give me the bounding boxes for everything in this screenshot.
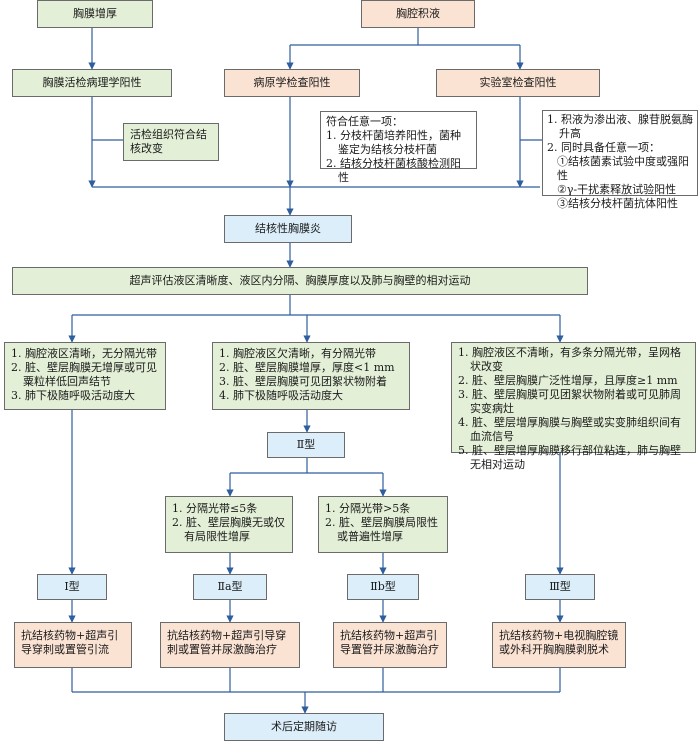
pleural-effusion-box: 胸腔积液 bbox=[361, 0, 475, 28]
biopsy-pathology-positive-box: 胸膜活检病理学阳性 bbox=[12, 69, 172, 97]
type2b-criteria-box: 1. 分隔光带>5条 2. 脏、壁层胸膜局限性或普遍性增厚 bbox=[318, 496, 448, 553]
lab-criteria-subitem: ③结核分枝杆菌抗体阳性 bbox=[557, 197, 678, 210]
pathogen-criteria-item: 1. 分枝杆菌培养阳性，菌种鉴定为结核分枝杆菌 bbox=[326, 129, 461, 156]
lab-criteria-item: 2. 同时具备任意一项： bbox=[547, 141, 660, 154]
criteria-item: 3. 肺下极随呼吸活动度大 bbox=[11, 389, 135, 402]
criteria-item: 2. 脏、壁层胸膜无或仅有局限性增厚 bbox=[172, 516, 285, 543]
criteria-item: 5. 脏、壁层增厚胸膜移行部位粘连，肺与胸壁无相对运动 bbox=[458, 444, 681, 471]
criteria-item: 2. 脏、壁层胸膜增厚，厚度<1 mm bbox=[219, 361, 395, 374]
lab-criteria-item: 1. 积液为渗出液、腺苷脱氨酶升高 bbox=[547, 113, 693, 140]
lab-positive-box: 实验室检查阳性 bbox=[436, 69, 600, 97]
criteria-item: 4. 脏、壁层增厚胸膜与胸壁或实变肺组织间有血流信号 bbox=[458, 416, 681, 443]
lab-criteria-subitem: ①结核菌素试验中度或强阳性 bbox=[557, 155, 689, 182]
criteria-item: 2. 脏、壁层胸膜局限性或普遍性增厚 bbox=[325, 516, 438, 543]
diagnosis-tb-pleurisy-box: 结核性胸膜炎 bbox=[224, 215, 352, 243]
lab-criteria-subitem: ②γ-干扰素释放试验阳性 bbox=[557, 183, 677, 196]
type1-treatment-box: 抗结核药物+超声引导穿刺或置管引流 bbox=[14, 622, 132, 668]
criteria-item: 3. 脏、壁层胸膜可见团絮状物附着 bbox=[219, 375, 387, 388]
pleural-thickening-box: 胸膜增厚 bbox=[37, 0, 153, 28]
biopsy-note-box: 活检组织符合结核改变 bbox=[123, 123, 219, 161]
pathogen-positive-box: 病原学检查阳性 bbox=[224, 69, 360, 97]
criteria-item: 2. 脏、壁层胸膜广泛性增厚，且厚度≥1 mm bbox=[458, 374, 678, 387]
criteria-item: 1. 胸腔液区欠清晰，有分隔光带 bbox=[219, 347, 376, 360]
type3-criteria-box: 1. 胸腔液区不清晰，有多条分隔光带，呈网格状改变 2. 脏、壁层胸膜广泛性增厚… bbox=[451, 342, 696, 471]
type1-criteria-box: 1. 胸腔液区清晰，无分隔光带 2. 脏、壁层胸膜无增厚或可见粟粒样低回声结节 … bbox=[4, 342, 166, 410]
criteria-item: 1. 分隔光带>5条 bbox=[325, 502, 411, 515]
type2-criteria-box: 1. 胸腔液区欠清晰，有分隔光带 2. 脏、壁层胸膜增厚，厚度<1 mm 3. … bbox=[212, 342, 410, 410]
criteria-item: 1. 胸腔液区清晰，无分隔光带 bbox=[11, 347, 157, 360]
criteria-item: 3. 脏、壁层胸膜可见团絮状物附着或可见肺周实变病灶 bbox=[458, 388, 681, 415]
criteria-item: 4. 肺下极随呼吸活动度大 bbox=[219, 389, 343, 402]
type2-label-box: Ⅱ型 bbox=[267, 432, 345, 458]
type2a-treatment-box: 抗结核药物+超声引导穿刺或置管并尿激酶治疗 bbox=[160, 622, 300, 668]
ultrasound-assessment-box: 超声评估液区清晰度、液区内分隔、胸膜厚度以及肺与胸壁的相对运动 bbox=[12, 267, 588, 295]
type2b-treatment-box: 抗结核药物+超声引导置管并尿激酶治疗 bbox=[333, 622, 447, 668]
type1-label-box: Ⅰ型 bbox=[37, 574, 107, 600]
type3-treatment-box: 抗结核药物+电视胸腔镜或外科开胸胸膜剥脱术 bbox=[492, 622, 626, 668]
criteria-item: 1. 胸腔液区不清晰，有多条分隔光带，呈网格状改变 bbox=[458, 346, 681, 373]
criteria-item: 2. 脏、壁层胸膜无增厚或可见粟粒样低回声结节 bbox=[11, 361, 157, 388]
lab-criteria-box: 1. 积液为渗出液、腺苷脱氨酶升高 2. 同时具备任意一项： ①结核菌素试验中度… bbox=[542, 110, 698, 210]
pathogen-criteria-title: 符合任意一项： bbox=[326, 115, 403, 128]
type3-label-box: Ⅲ型 bbox=[525, 574, 595, 600]
followup-box: 术后定期随访 bbox=[224, 713, 384, 741]
type2a-criteria-box: 1. 分隔光带≤5条 2. 脏、壁层胸膜无或仅有局限性增厚 bbox=[165, 496, 293, 553]
criteria-item: 1. 分隔光带≤5条 bbox=[172, 502, 258, 515]
pathogen-criteria-box: 符合任意一项： 1. 分枝杆菌培养阳性，菌种鉴定为结核分枝杆菌 2. 结核分枝杆… bbox=[320, 111, 477, 184]
type2b-label-box: Ⅱb型 bbox=[347, 574, 419, 600]
pathogen-criteria-item: 2. 结核分枝杆菌核酸检测阳性 bbox=[326, 157, 461, 184]
type2a-label-box: Ⅱa型 bbox=[193, 574, 267, 600]
